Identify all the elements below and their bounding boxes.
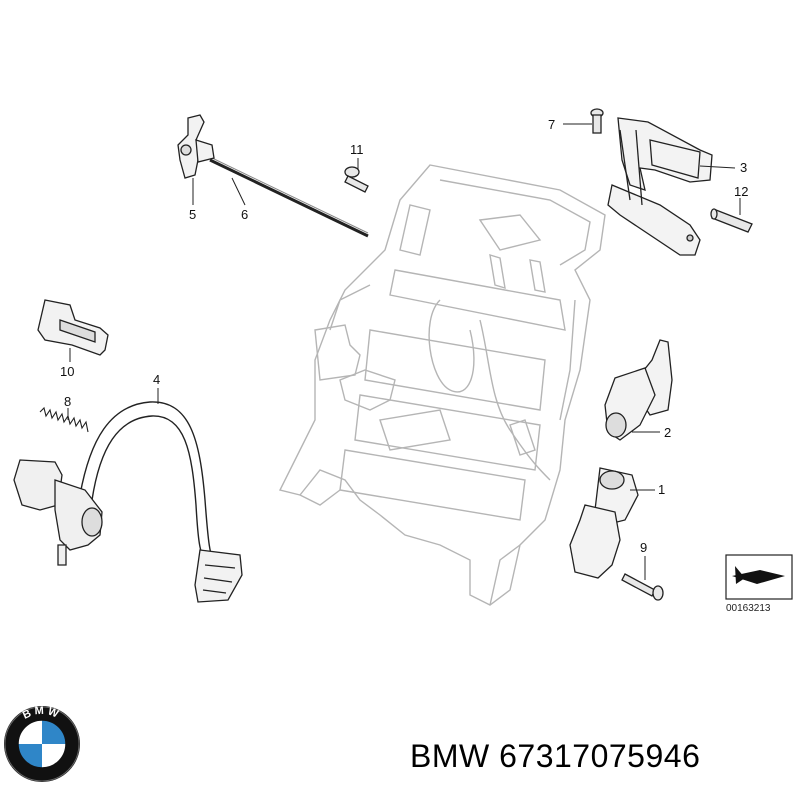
callout-5: 5	[189, 207, 197, 222]
callout-4: 4	[153, 372, 161, 387]
callout-12: 12	[734, 184, 749, 199]
callout-11: 11	[350, 142, 364, 157]
part-9-bolt	[621, 573, 664, 601]
seat-frame	[278, 164, 606, 606]
callout-6: 6	[241, 207, 249, 222]
part-4-cable	[79, 401, 216, 561]
logo-text: BMW	[21, 705, 60, 722]
callout-10: 10	[60, 364, 75, 379]
part-11-screw	[344, 166, 369, 193]
part-10-bracket	[37, 299, 109, 356]
part-3-motor-unit	[607, 117, 713, 256]
callout-9: 9	[640, 540, 648, 555]
part-number: 67317075946	[499, 738, 701, 774]
callout-7: 7	[548, 117, 556, 132]
diagram-code-icon	[725, 554, 793, 600]
part-6-rod	[209, 158, 369, 238]
diagram-code: 00163213	[726, 603, 771, 614]
leader-lines	[67, 123, 741, 580]
part-8-spring	[39, 406, 89, 433]
part-5-bracket	[177, 114, 215, 179]
bmw-logo: BMW	[4, 705, 80, 782]
brand-name: BMW	[410, 738, 490, 774]
part-2-motor	[604, 339, 673, 441]
part-1-motor	[569, 467, 639, 579]
part-7-screw	[590, 108, 604, 134]
callout-1: 1	[658, 482, 666, 497]
svg-text:BMW: BMW	[21, 705, 63, 722]
callout-3: 3	[740, 160, 748, 175]
part-12-pin	[710, 208, 753, 233]
part-4-connector	[194, 549, 243, 603]
callout-8: 8	[64, 394, 72, 409]
callout-2: 2	[664, 425, 672, 440]
left-motor-unit	[13, 459, 103, 566]
brand-part-number: BMW 67317075946	[410, 738, 700, 775]
